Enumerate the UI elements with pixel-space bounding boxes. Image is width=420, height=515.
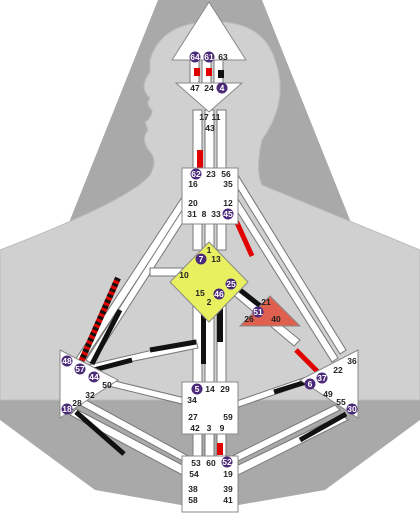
gate-17: 17 (199, 112, 209, 122)
gate-51: 51 (253, 307, 263, 317)
gate-11: 11 (212, 112, 221, 122)
gate-9: 9 (220, 423, 225, 433)
gate-24: 24 (204, 83, 214, 93)
gate-22: 22 (333, 365, 343, 375)
gate-12: 12 (223, 198, 233, 208)
gate-52: 52 (222, 457, 232, 467)
gate-13: 13 (211, 254, 221, 264)
gate-36: 36 (347, 356, 357, 366)
spleen-center[interactable] (59, 349, 119, 419)
gate-49: 49 (323, 389, 333, 399)
gate-27: 27 (188, 412, 198, 422)
gate-48: 48 (62, 356, 72, 366)
gate-33: 33 (211, 209, 221, 219)
gate-28: 28 (72, 398, 82, 408)
gate-59: 59 (223, 412, 233, 422)
gate-56: 56 (221, 169, 231, 179)
gate-15: 15 (195, 288, 205, 298)
gate-46: 46 (214, 289, 224, 299)
g-center[interactable] (169, 241, 249, 323)
gate-58: 58 (188, 495, 198, 505)
gate-20: 20 (188, 198, 198, 208)
gate-16: 16 (188, 179, 198, 189)
gate-21: 21 (261, 297, 271, 307)
gate-10: 10 (179, 270, 189, 280)
gate-23: 23 (206, 169, 216, 179)
gate-26: 26 (244, 314, 254, 324)
gate-29: 29 (220, 384, 230, 394)
gate-50: 50 (102, 380, 112, 390)
gate-2: 2 (207, 297, 212, 307)
gate-40: 40 (271, 314, 281, 324)
gate-32: 32 (85, 390, 95, 400)
gate-64: 64 (190, 52, 200, 62)
gate-62: 62 (191, 169, 201, 179)
gate-63: 63 (218, 52, 228, 62)
gate-43: 43 (205, 123, 215, 133)
gate-45: 45 (223, 209, 233, 219)
gate-19: 19 (223, 469, 233, 479)
gate-53: 53 (191, 458, 201, 468)
gate-55: 55 (336, 397, 346, 407)
gate-34: 34 (187, 395, 197, 405)
gate-30: 30 (347, 404, 357, 414)
solar-plexus-center[interactable] (299, 349, 359, 419)
gate-47: 47 (190, 83, 200, 93)
gate-18: 18 (62, 404, 72, 414)
gate-38: 38 (188, 484, 198, 494)
gate-54: 54 (189, 469, 199, 479)
gate-3: 3 (207, 423, 212, 433)
throat-center[interactable] (181, 167, 239, 225)
gate-44: 44 (89, 372, 99, 382)
gate-4: 4 (220, 83, 225, 93)
gate-57: 57 (75, 364, 85, 374)
gate-1: 1 (207, 245, 212, 255)
gate-7: 7 (199, 254, 204, 264)
gate-61: 61 (204, 52, 214, 62)
gate-labels: 64 61 63 47 24 4 17 11 43 62 23 56 16 35… (62, 52, 357, 505)
gate-25: 25 (226, 279, 236, 289)
gate-6: 6 (308, 379, 313, 389)
sacral-center[interactable] (181, 381, 239, 435)
gate-41: 41 (223, 495, 233, 505)
gate-39: 39 (223, 484, 233, 494)
gate-31: 31 (187, 209, 197, 219)
active-gate-markers (61, 51, 358, 468)
gate-14: 14 (205, 384, 215, 394)
gate-42: 42 (190, 423, 200, 433)
gate-37: 37 (317, 373, 327, 383)
gate-35: 35 (223, 179, 233, 189)
gate-60: 60 (206, 458, 216, 468)
gate-8: 8 (202, 209, 207, 219)
gate-5: 5 (195, 384, 200, 394)
